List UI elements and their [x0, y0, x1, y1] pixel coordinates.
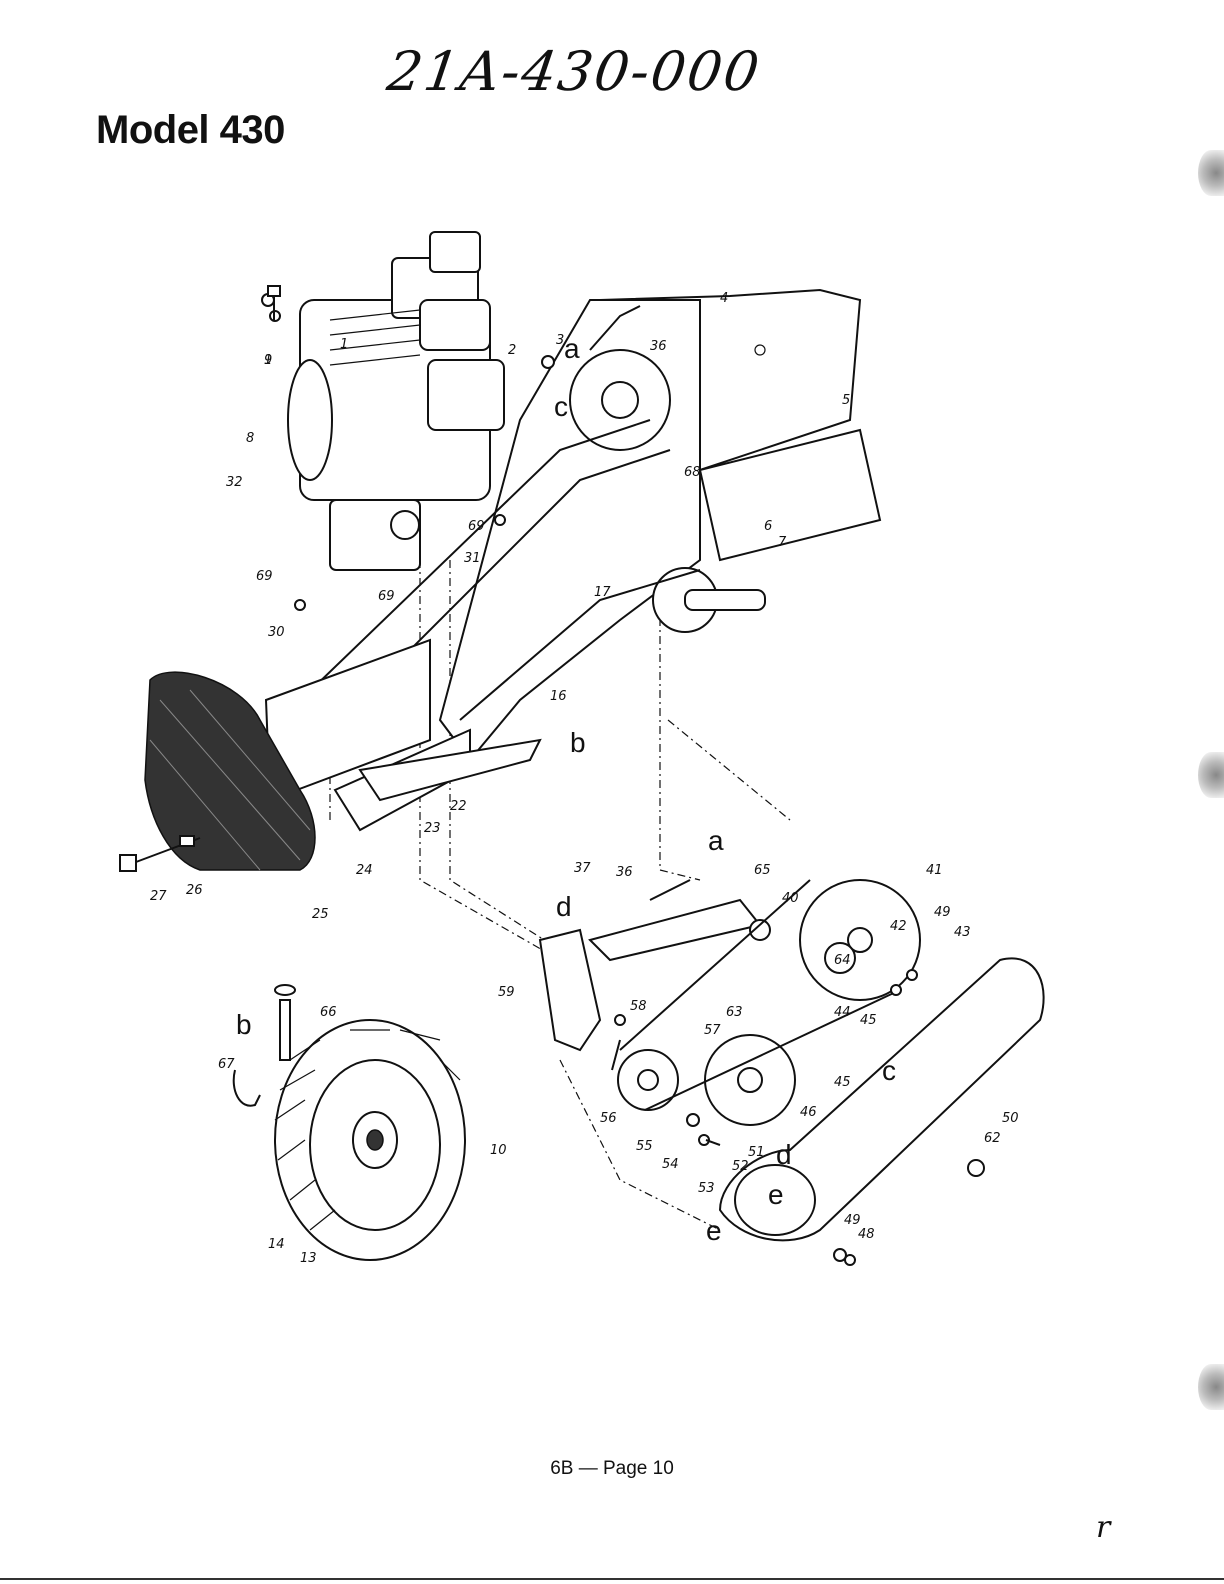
binder-hole-top [1198, 150, 1224, 196]
part-label-6: 6 [764, 519, 772, 534]
binder-hole-middle [1198, 752, 1224, 798]
part-label-65: 65 [754, 863, 771, 878]
part-label-1: 1 [340, 337, 348, 352]
part-label-32: 32 [226, 475, 243, 490]
part-label-69-lower: 69 [378, 589, 395, 604]
part-label-56: 56 [600, 1111, 617, 1126]
part-number-labels: 1 1 2 3 4 5 6 7 8 9 10 13 14 16 17 22 23… [150, 291, 1019, 1266]
wheel-assembly [232, 984, 466, 1261]
part-label-58: 58 [630, 999, 647, 1014]
page-title: Model 430 [96, 108, 285, 152]
part-label-43: 43 [954, 925, 971, 940]
part-label-42: 42 [890, 919, 907, 934]
part-label-40: 40 [782, 891, 799, 906]
part-label-14: 14 [268, 1237, 285, 1252]
transmission-housing [438, 299, 766, 762]
part-label-2: 2 [508, 343, 516, 358]
part-label-62: 62 [984, 1131, 1001, 1146]
part-label-16: 16 [550, 689, 567, 704]
part-label-64: 64 [834, 953, 851, 968]
part-label-9: 1 [264, 353, 272, 368]
part-label-36-top: 36 [650, 339, 667, 354]
idler-arm-bracket [538, 879, 771, 1052]
part-label-57: 57 [704, 1023, 721, 1038]
part-label-3: 3 [556, 333, 564, 348]
part-label-69: 69 [256, 569, 273, 584]
part-label-63: 63 [726, 1005, 743, 1020]
fasteners [261, 285, 985, 1266]
part-label-9-top: 9 [264, 353, 272, 368]
part-label-26: 26 [186, 883, 203, 898]
part-label-4: 4 [720, 291, 728, 306]
part-label-45: 45 [834, 1075, 851, 1090]
part-label-5: 5 [842, 393, 850, 408]
part-label-22: 22 [450, 799, 467, 814]
callout-e-lower: e [706, 1215, 722, 1246]
part-label-66: 66 [320, 1005, 337, 1020]
part-label-67: 67 [218, 1057, 235, 1072]
part-label-44: 44 [834, 1005, 851, 1020]
engine [287, 231, 505, 571]
part-label-37: 37 [574, 861, 591, 876]
callout-c-top: c [554, 391, 568, 422]
part-label-7: 7 [778, 535, 787, 550]
part-label-10: 10 [490, 1143, 507, 1158]
part-label-30: 30 [268, 625, 285, 640]
callout-b-lower: b [236, 1009, 252, 1040]
part-label-8: 8 [246, 431, 254, 446]
front-bumper-weight [144, 671, 316, 871]
callout-e-pulley: e [768, 1179, 784, 1210]
part-label-46: 46 [800, 1105, 817, 1120]
part-label-41: 41 [926, 863, 943, 878]
part-label-17: 17 [594, 585, 611, 600]
page-footer: 6B — Page 10 [550, 1458, 674, 1479]
part-label-50: 50 [1002, 1111, 1019, 1126]
bottom-rule [0, 1578, 1224, 1580]
part-label-55: 55 [636, 1139, 653, 1154]
tie-bolt [119, 835, 201, 872]
callout-c-lower: c [882, 1055, 896, 1086]
part-label-27: 27 [150, 889, 167, 904]
part-label-59: 59 [498, 985, 515, 1000]
part-label-48: 48 [858, 1227, 875, 1242]
callout-a-lower: a [708, 825, 724, 856]
part-label-31: 31 [464, 551, 481, 566]
part-label-54: 54 [662, 1157, 679, 1172]
part-label-49: 49 [844, 1213, 861, 1228]
part-label-51: 51 [748, 1145, 765, 1160]
part-label-24: 24 [356, 863, 373, 878]
part-label-52: 52 [732, 1159, 749, 1174]
callout-d-lower: d [776, 1139, 792, 1170]
binder-hole-bottom [1198, 1364, 1224, 1410]
callout-letters: a b c d e a b c d e [236, 333, 896, 1246]
part-label-69-upper: 69 [468, 519, 485, 534]
belt-drive [611, 879, 1045, 1242]
callout-a-top: a [564, 333, 580, 364]
part-label-25: 25 [312, 907, 329, 922]
part-label-68: 68 [684, 465, 701, 480]
margin-mark: r [1096, 1510, 1111, 1545]
callout-b-top: b [570, 727, 586, 758]
part-label-49-upper: 49 [934, 905, 951, 920]
part-label-36: 36 [616, 865, 633, 880]
engine-mount-plate [264, 638, 542, 832]
part-label-23: 23 [424, 821, 441, 836]
part-label-45-upper: 45 [860, 1013, 877, 1028]
part-label-13: 13 [300, 1251, 317, 1266]
callout-d-upper: d [556, 891, 572, 922]
part-label-53: 53 [698, 1181, 715, 1196]
